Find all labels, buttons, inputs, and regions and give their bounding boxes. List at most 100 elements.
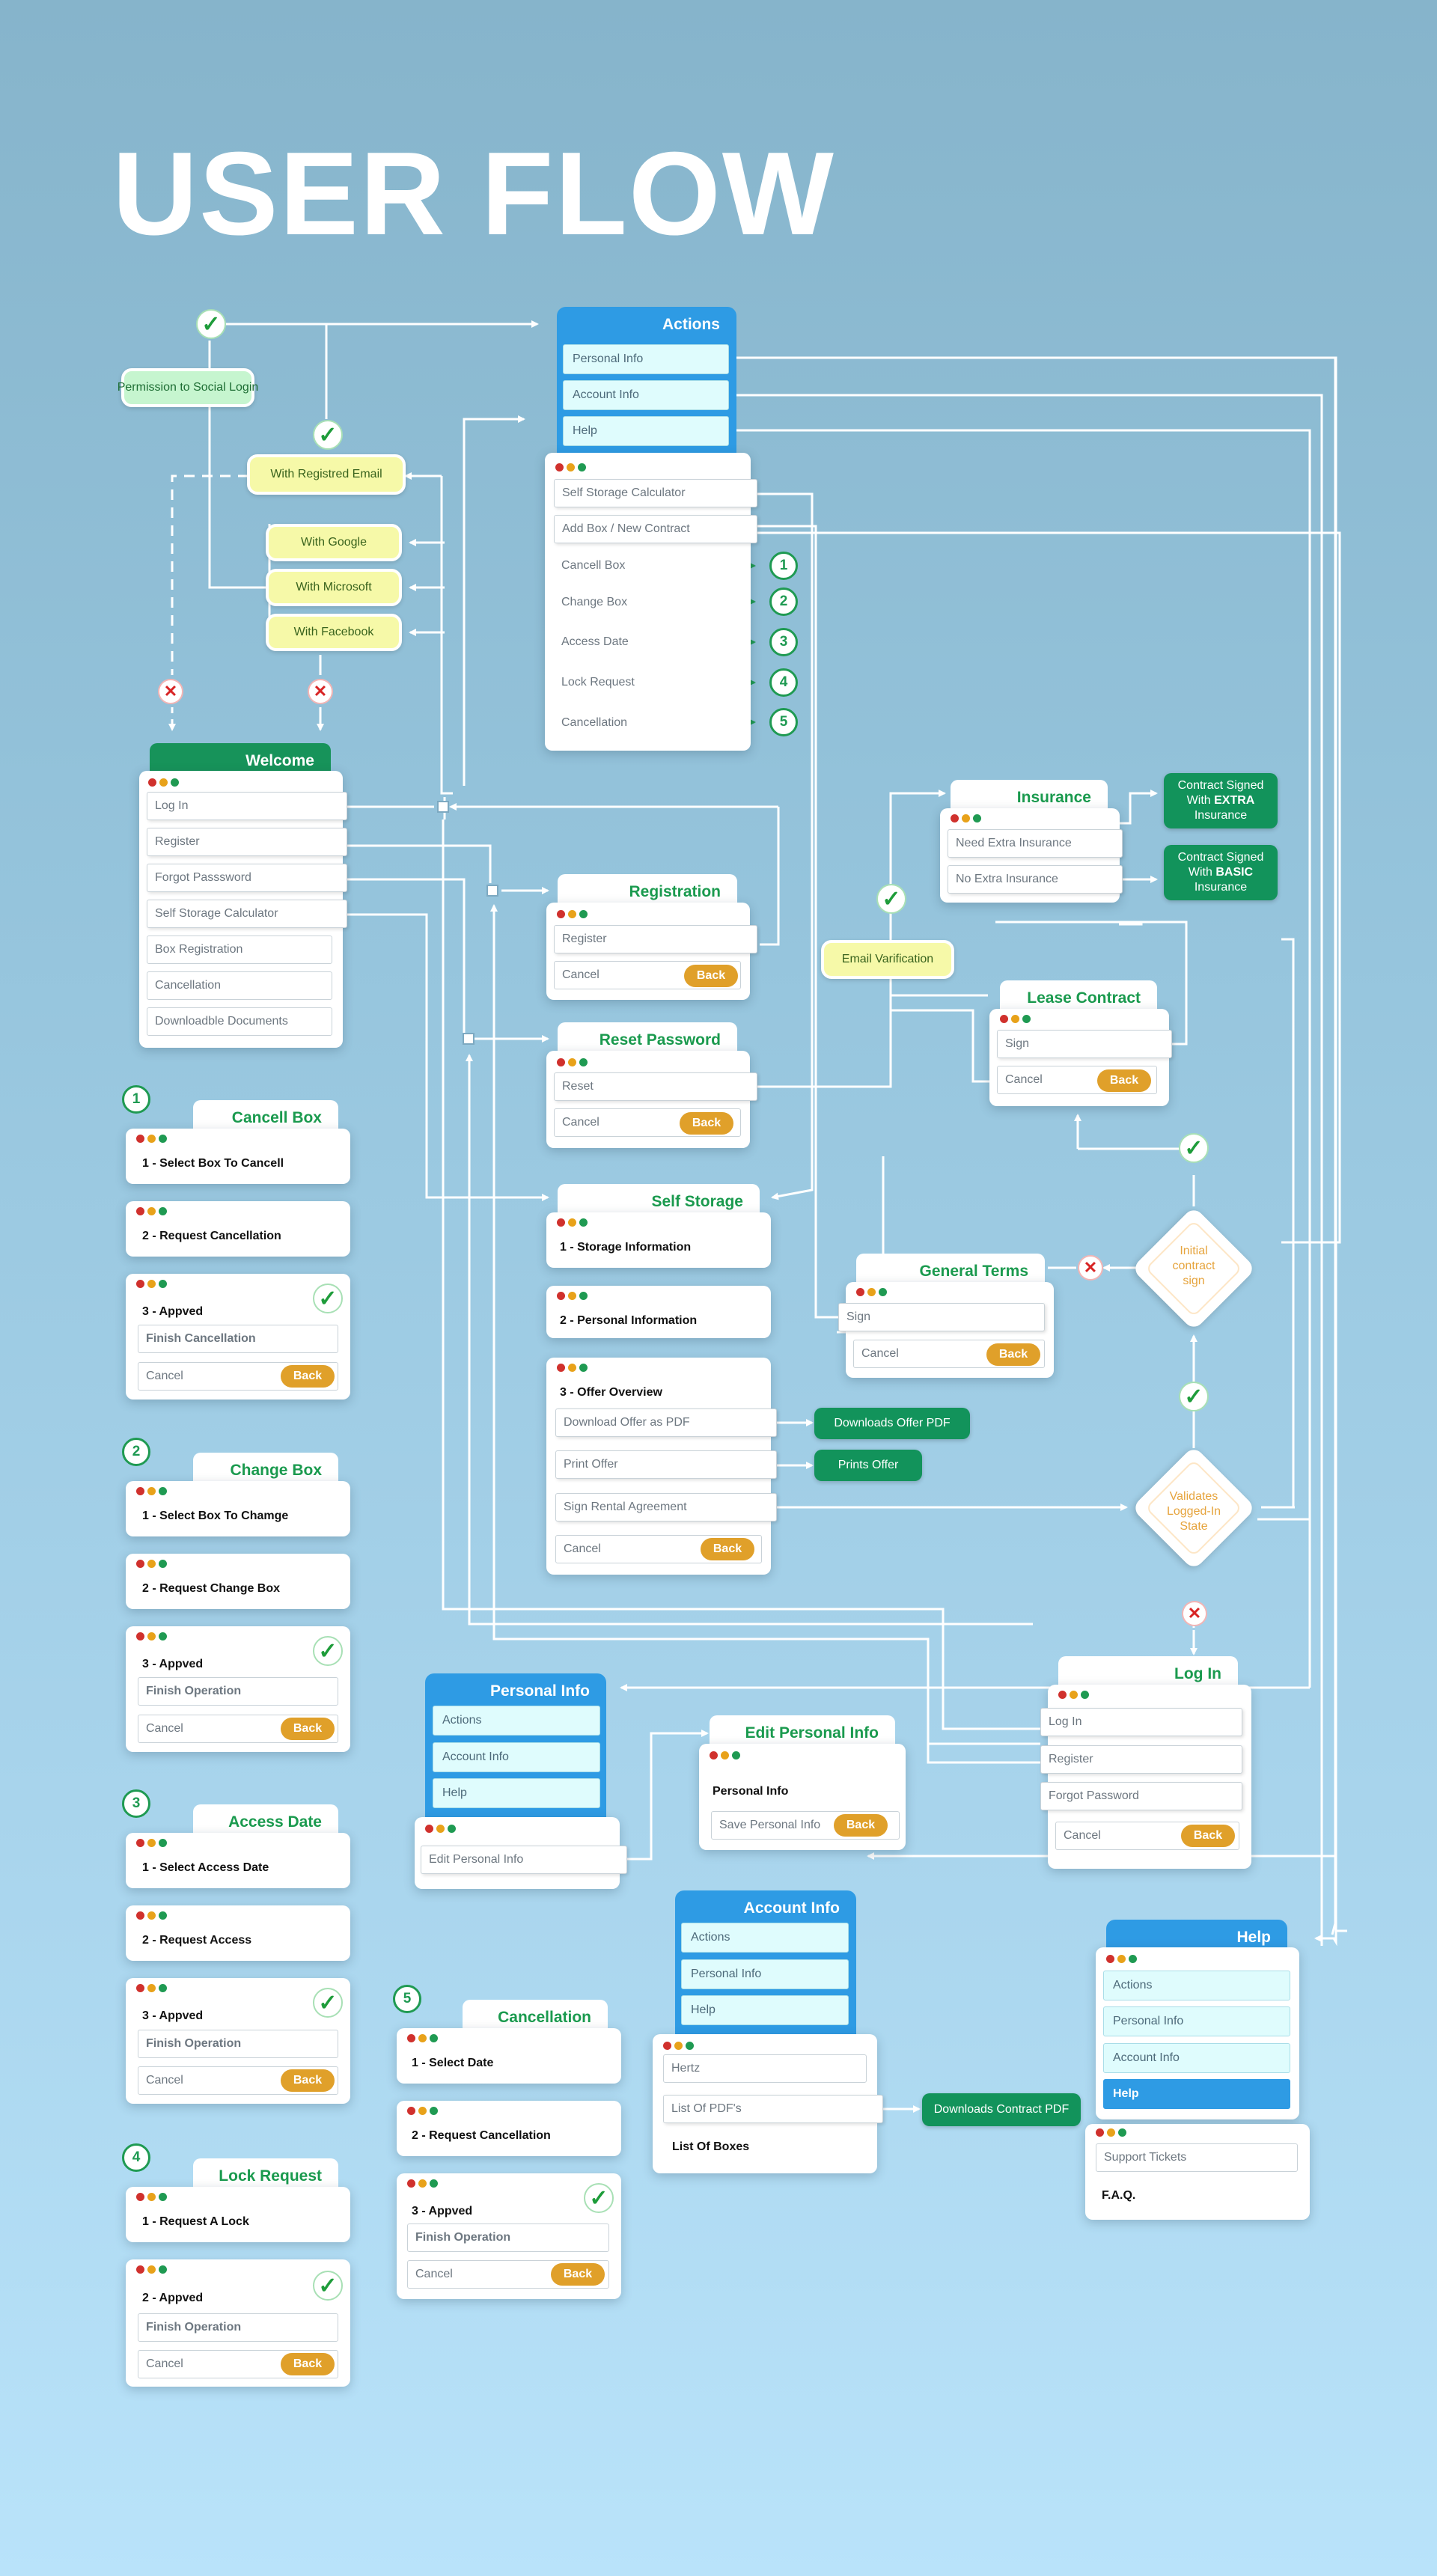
actions-cancel-box[interactable]: Cancell Box	[554, 551, 733, 581]
welcome-cancellation[interactable]: Cancellation	[147, 971, 332, 1000]
window-dots	[136, 1135, 167, 1143]
back-button[interactable]: Back	[986, 1343, 1040, 1366]
edit-personal-info-label: Personal Info	[713, 1785, 789, 1798]
login-register[interactable]: Register	[1040, 1745, 1242, 1774]
lease-sign[interactable]: Sign	[997, 1030, 1172, 1058]
actions-access-date[interactable]: Access Date	[554, 627, 733, 657]
welcome-downloadable-documents[interactable]: Downloadble Documents	[147, 1007, 332, 1036]
actions-change-box[interactable]: Change Box	[554, 587, 733, 617]
account-info-tab-actions[interactable]: Actions	[681, 1923, 849, 1953]
personal-info-tab-actions[interactable]: Actions	[433, 1706, 600, 1736]
actions-self-storage-calculator[interactable]: Self Storage Calculator	[554, 479, 757, 507]
login-login[interactable]: Log In	[1040, 1708, 1242, 1736]
personal-info-tab-account-info[interactable]: Account Info	[433, 1742, 600, 1772]
back-button[interactable]: Back	[1097, 1069, 1151, 1092]
window-dots	[663, 2042, 694, 2050]
back-button[interactable]: Back	[684, 965, 738, 987]
back-button[interactable]: Back	[281, 2353, 335, 2375]
actions-tab-help[interactable]: Help	[563, 416, 729, 446]
edit-personal-info-field[interactable]: Edit Personal Info	[421, 1846, 627, 1874]
finish-operation-field[interactable]: Finish Operation	[407, 2224, 609, 2252]
help-tab-help[interactable]: Help	[1103, 2079, 1290, 2109]
check-icon: ✓	[313, 1988, 343, 2018]
welcome-forgot-password[interactable]: Forgot Passsword	[147, 864, 347, 892]
window-dots	[557, 1218, 588, 1227]
welcome-self-storage-calculator[interactable]: Self Storage Calculator	[147, 900, 347, 928]
calculator-step3: 3 - Offer Overview	[560, 1386, 662, 1399]
validates-logged-in-text: Validates Logged-In State	[1149, 1489, 1239, 1534]
with-microsoft[interactable]: With Microsoft	[266, 569, 402, 606]
calculator-download-offer[interactable]: Download Offer as PDF	[555, 1408, 777, 1437]
contract-signed-basic: Contract Signed With BASIC Insurance	[1164, 845, 1278, 900]
back-button[interactable]: Back	[281, 1718, 335, 1740]
calculator-sign-rental[interactable]: Sign Rental Agreement	[555, 1493, 777, 1522]
finish-operation-field[interactable]: Finish Operation	[138, 2313, 338, 2342]
step-number-badge: 2	[122, 1438, 150, 1466]
window-dots	[557, 910, 588, 918]
no-extra-insurance[interactable]: No Extra Insurance	[948, 865, 1123, 894]
reset-password-reset[interactable]: Reset	[554, 1072, 757, 1101]
finish-cancellation-field[interactable]: Finish Cancellation	[138, 1325, 338, 1353]
actions-tab-account-info[interactable]: Account Info	[563, 380, 729, 410]
contract-signed-basic-line2: With BASIC	[1189, 865, 1253, 880]
back-button[interactable]: Back	[281, 2069, 335, 2092]
calculator-print-offer[interactable]: Print Offer	[555, 1450, 777, 1479]
personal-info-tab-help[interactable]: Help	[433, 1778, 600, 1808]
help-tab-actions[interactable]: Actions	[1103, 1971, 1290, 2000]
decision-text-line: Logged-In	[1166, 1505, 1221, 1518]
decision-text-line: Initial	[1180, 1245, 1208, 1257]
check-icon: ✓	[313, 1284, 343, 1313]
actions-cancellation[interactable]: Cancellation	[554, 708, 733, 738]
back-button[interactable]: Back	[281, 1365, 335, 1388]
back-button[interactable]: Back	[1181, 1825, 1235, 1847]
welcome-login[interactable]: Log In	[147, 792, 347, 820]
welcome-register[interactable]: Register	[147, 828, 347, 856]
actions-add-box[interactable]: Add Box / New Contract	[554, 515, 757, 543]
back-button[interactable]: Back	[551, 2263, 605, 2286]
welcome-box-registration[interactable]: Box Registration	[147, 936, 332, 964]
with-facebook[interactable]: With Facebook	[266, 614, 402, 651]
downloads-contract-pdf-button[interactable]: Downloads Contract PDF	[922, 2093, 1081, 2126]
login-forgot-password[interactable]: Forgot Password	[1040, 1782, 1242, 1810]
calculator-step2-panel	[546, 1286, 771, 1338]
finish-operation-field[interactable]: Finish Operation	[138, 2030, 338, 2058]
general-terms-sign[interactable]: Sign	[838, 1303, 1045, 1331]
access-date-step2-panel	[126, 1905, 350, 1961]
back-button[interactable]: Back	[834, 1814, 888, 1837]
window-dots	[407, 2179, 438, 2188]
list-of-pdfs-field[interactable]: List Of PDF's	[663, 2095, 883, 2123]
check-icon: ✓	[313, 2271, 343, 2301]
lock-request-step1: 1 - Request A Lock	[142, 2215, 249, 2228]
permission-social-login[interactable]: Permission to Social Login	[118, 368, 258, 407]
actions-lock-request[interactable]: Lock Request	[554, 668, 733, 698]
actions-tab-personal-info[interactable]: Personal Info	[563, 344, 729, 374]
with-google[interactable]: With Google	[266, 524, 402, 561]
finish-operation-field[interactable]: Finish Operation	[138, 1677, 338, 1706]
back-button[interactable]: Back	[680, 1112, 733, 1135]
registration-register[interactable]: Register	[554, 925, 757, 953]
help-panel	[1085, 2124, 1310, 2220]
step-number-badge: 4	[122, 2143, 150, 2172]
back-button[interactable]: Back	[701, 1538, 754, 1560]
downloads-offer-pdf-button[interactable]: Downloads Offer PDF	[814, 1408, 970, 1439]
connector-node	[437, 801, 449, 813]
window-dots	[425, 1825, 456, 1833]
window-dots	[1096, 2128, 1126, 2137]
cancellation-step3: 3 - Appved	[412, 2205, 473, 2218]
cancel-box-step1-panel	[126, 1129, 350, 1184]
account-hertz-field[interactable]: Hertz	[663, 2054, 867, 2083]
connector-node	[486, 885, 498, 897]
step-number-badge: 1	[122, 1085, 150, 1114]
account-info-tab-personal-info[interactable]: Personal Info	[681, 1959, 849, 1989]
prints-offer-button[interactable]: Prints Offer	[814, 1450, 922, 1481]
help-tab-personal-info[interactable]: Personal Info	[1103, 2006, 1290, 2036]
contract-signed-extra-line3: Insurance	[1194, 809, 1248, 822]
help-tab-account-info[interactable]: Account Info	[1103, 2043, 1290, 2073]
need-extra-insurance[interactable]: Need Extra Insurance	[948, 829, 1123, 858]
email-verification[interactable]: Email Varification	[821, 940, 954, 979]
with-registered-email[interactable]: With Registred Email	[247, 454, 406, 495]
account-info-tab-help[interactable]: Help	[681, 1995, 849, 2025]
change-box-step2-panel	[126, 1554, 350, 1609]
support-tickets-field[interactable]: Support Tickets	[1096, 2143, 1298, 2172]
cancel-box-step1: 1 - Select Box To Cancell	[142, 1157, 284, 1170]
